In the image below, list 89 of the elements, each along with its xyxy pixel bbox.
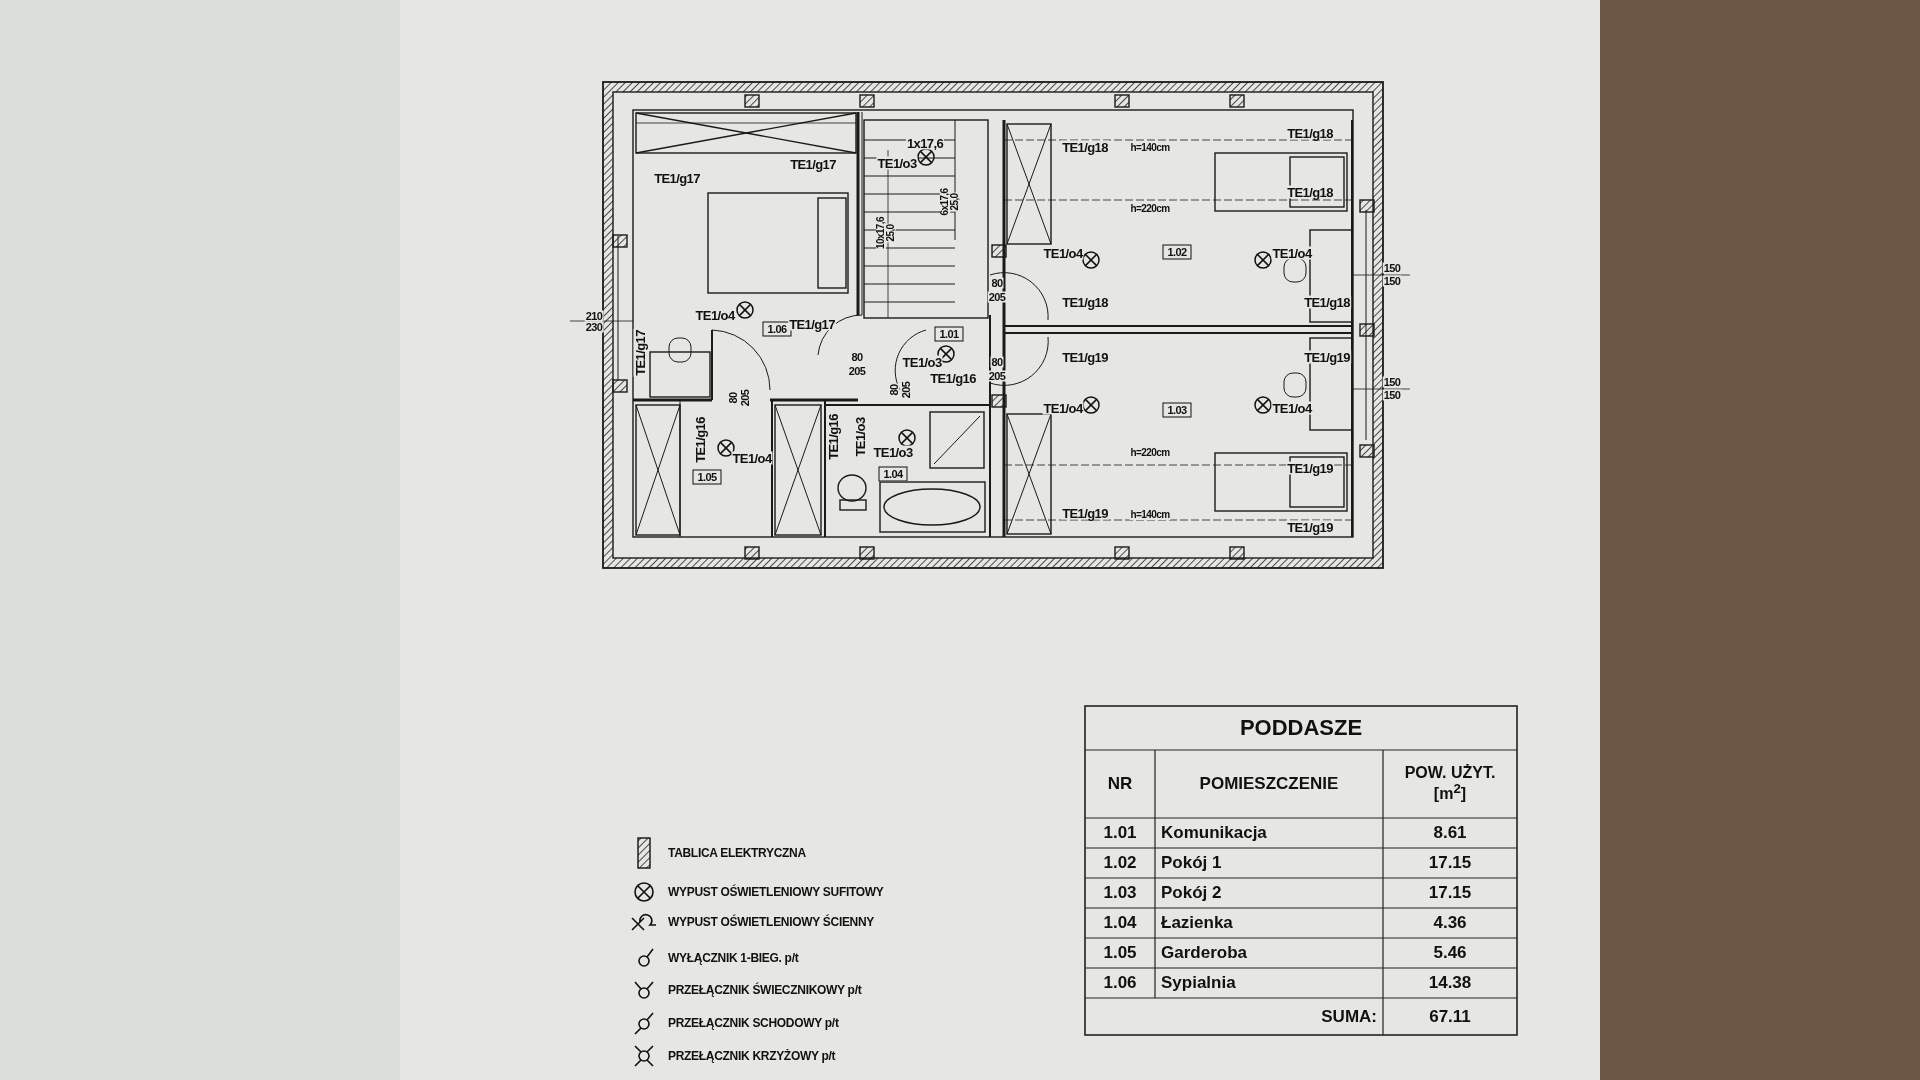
circuit-label: TE1/g19	[1303, 350, 1351, 364]
circuit-label: TE1/g16	[826, 413, 840, 461]
ceiling-height-label: h=220cm	[1129, 204, 1171, 214]
circuit-label: TE1/g18	[1286, 126, 1334, 140]
circuit-label: TE1/o4	[1271, 246, 1313, 260]
circuit-label: TE1/g17	[633, 329, 647, 377]
circuit-label: TE1/g17	[653, 171, 701, 185]
circuit-label: TE1/g18	[1061, 140, 1109, 154]
circuit-label: TE1/o3	[872, 445, 914, 459]
room-name: Pokój 2	[1161, 884, 1222, 902]
door-dimension-label: 205	[900, 380, 912, 400]
circuit-label: TE1/g17	[789, 157, 837, 171]
room-number: 1.06	[762, 321, 792, 337]
circuit-label: TE1/o3	[901, 355, 943, 369]
circuit-label: TE1/g19	[1061, 506, 1109, 520]
circuit-label: TE1/g18	[1303, 295, 1351, 309]
circuit-label: 1x17,6	[905, 136, 945, 150]
circuit-label: TE1/o3	[853, 416, 867, 458]
table-title: PODDASZE	[1239, 716, 1363, 740]
room-number: 1.01	[1103, 824, 1137, 842]
area-value: 4.36	[1433, 914, 1467, 932]
area-value: 17.15	[1428, 854, 1472, 872]
stair-dimension-label: 25,0	[886, 223, 896, 243]
area-value: 5.46	[1433, 944, 1467, 962]
legend-text: PRZEŁĄCZNIK KRZYŻOWY p/t	[668, 1049, 836, 1063]
legend-text: WYŁĄCZNIK 1-BIEG. p/t	[668, 951, 799, 965]
stair-dimension-label: 6x17,6	[940, 187, 950, 217]
circuit-label: TE1/o3	[876, 156, 918, 170]
door-dimension-label: 150	[1382, 389, 1402, 401]
door-dimension-label: 210	[584, 310, 604, 322]
door-dimension-label: 205	[987, 370, 1007, 382]
room-number: 1.05	[1103, 944, 1137, 962]
legend-text: PRZEŁĄCZNIK ŚWIECZNIKOWY p/t	[668, 983, 862, 997]
ceiling-height-label: h=220cm	[1129, 448, 1171, 458]
circuit-label: TE1/g16	[929, 371, 977, 385]
door-dimension-label: 205	[739, 388, 751, 408]
legend-text: WYPUST OŚWIETLENIOWY SUFITOWY	[668, 885, 884, 899]
ceiling-height-label: h=140cm	[1129, 510, 1171, 520]
room-number: 1.02	[1103, 854, 1137, 872]
legend-text: TABLICA ELEKTRYCZNA	[668, 846, 806, 860]
circuit-label: TE1/g18	[1286, 185, 1334, 199]
column-header: POW. UŻYT. [m$^{2}$]	[1403, 765, 1497, 803]
room-number: 1.06	[1103, 974, 1137, 992]
circuit-label: TE1/o4	[731, 451, 773, 465]
stair-dimension-label: 25,0	[950, 192, 960, 212]
room-name: Garderoba	[1161, 944, 1247, 962]
door-dimension-label: 80	[850, 351, 864, 363]
circuit-label: TE1/o4	[1271, 401, 1313, 415]
room-number: 1.02	[1162, 244, 1192, 260]
room-number: 1.01	[934, 326, 964, 342]
room-number: 1.03	[1162, 402, 1192, 418]
door-dimension-label: 150	[1382, 376, 1402, 388]
stair-dimension-label: 10x17,6	[876, 216, 886, 250]
room-name: Sypialnia	[1161, 974, 1236, 992]
circuit-label: TE1/g16	[693, 416, 707, 464]
legend-text: WYPUST OŚWIETLENIOWY ŚCIENNY	[668, 915, 875, 929]
door-dimension-label: 230	[584, 321, 604, 333]
room-number: 1.04	[878, 466, 908, 482]
circuit-label: TE1/g18	[1061, 295, 1109, 309]
door-dimension-label: 150	[1382, 262, 1402, 274]
door-dimension-label: 150	[1382, 275, 1402, 287]
door-dimension-label: 80	[990, 277, 1004, 289]
circuit-label: TE1/g19	[1286, 461, 1334, 475]
column-header: POMIESZCZENIE	[1199, 775, 1339, 793]
area-value: 17.15	[1428, 884, 1472, 902]
area-value: 67.11	[1429, 1007, 1471, 1026]
circuit-label: TE1/g19	[1061, 350, 1109, 364]
area-value: 14.38	[1428, 974, 1472, 992]
area-value: 8.61	[1433, 824, 1467, 842]
legend-text: PRZEŁĄCZNIK SCHODOWY p/t	[668, 1016, 839, 1030]
ceiling-height-label: h=140cm	[1129, 143, 1171, 153]
room-name: Komunikacja	[1161, 824, 1267, 842]
room-number: 1.03	[1103, 884, 1137, 902]
circuit-label: TE1/g19	[1286, 520, 1334, 534]
door-dimension-label: 205	[987, 291, 1007, 303]
door-dimension-label: 80	[888, 383, 900, 397]
door-dimension-label: 80	[727, 391, 739, 405]
sum-label: SUMA:	[1321, 1007, 1377, 1026]
door-dimension-label: 205	[847, 365, 867, 377]
door-dimension-label: 80	[990, 356, 1004, 368]
circuit-label: TE1/o4	[1042, 401, 1084, 415]
circuit-label: TE1/g17	[788, 317, 836, 331]
room-name: Łazienka	[1161, 914, 1233, 932]
column-header: NR	[1107, 775, 1133, 793]
room-number: 1.04	[1103, 914, 1137, 932]
circuit-label: TE1/o4	[694, 308, 736, 322]
circuit-label: TE1/o4	[1042, 246, 1084, 260]
room-number: 1.05	[692, 469, 722, 485]
room-name: Pokój 1	[1161, 854, 1222, 872]
